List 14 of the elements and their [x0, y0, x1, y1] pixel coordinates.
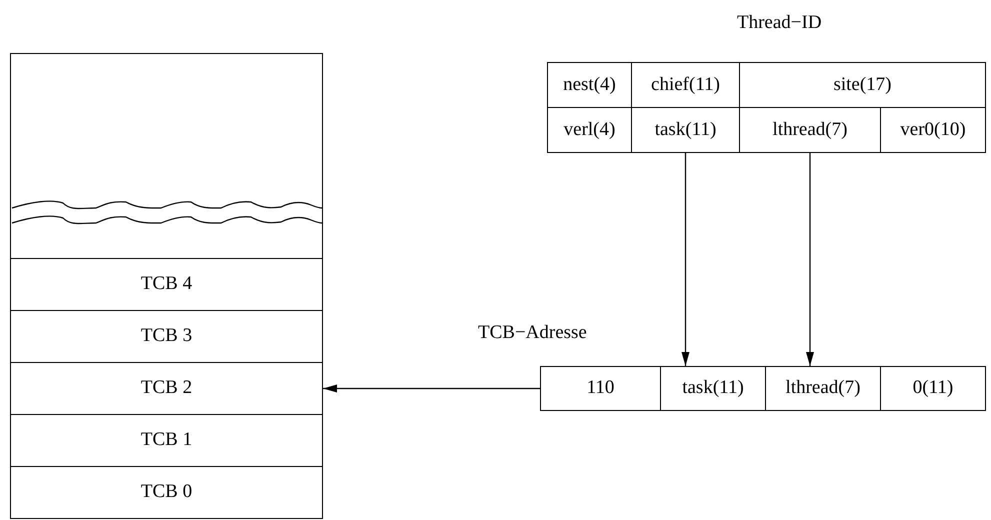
- field-cell: site(17): [739, 62, 986, 108]
- record-heading: Thread−ID: [737, 11, 822, 35]
- field-cell: 110: [540, 366, 661, 411]
- memory-stack-box: [10, 53, 323, 519]
- field-cell: verl(4): [547, 107, 632, 153]
- field-cell: ver0(10): [880, 107, 986, 153]
- field-cell: nest(4): [547, 62, 632, 108]
- arrow: [806, 153, 814, 366]
- arrow: [682, 153, 690, 366]
- field-cell: lthread(7): [765, 366, 881, 411]
- arrow: [323, 384, 540, 392]
- field-cell: task(11): [660, 366, 766, 411]
- record-heading: TCB−Adresse: [478, 321, 587, 345]
- field-cell: 0(11): [880, 366, 986, 411]
